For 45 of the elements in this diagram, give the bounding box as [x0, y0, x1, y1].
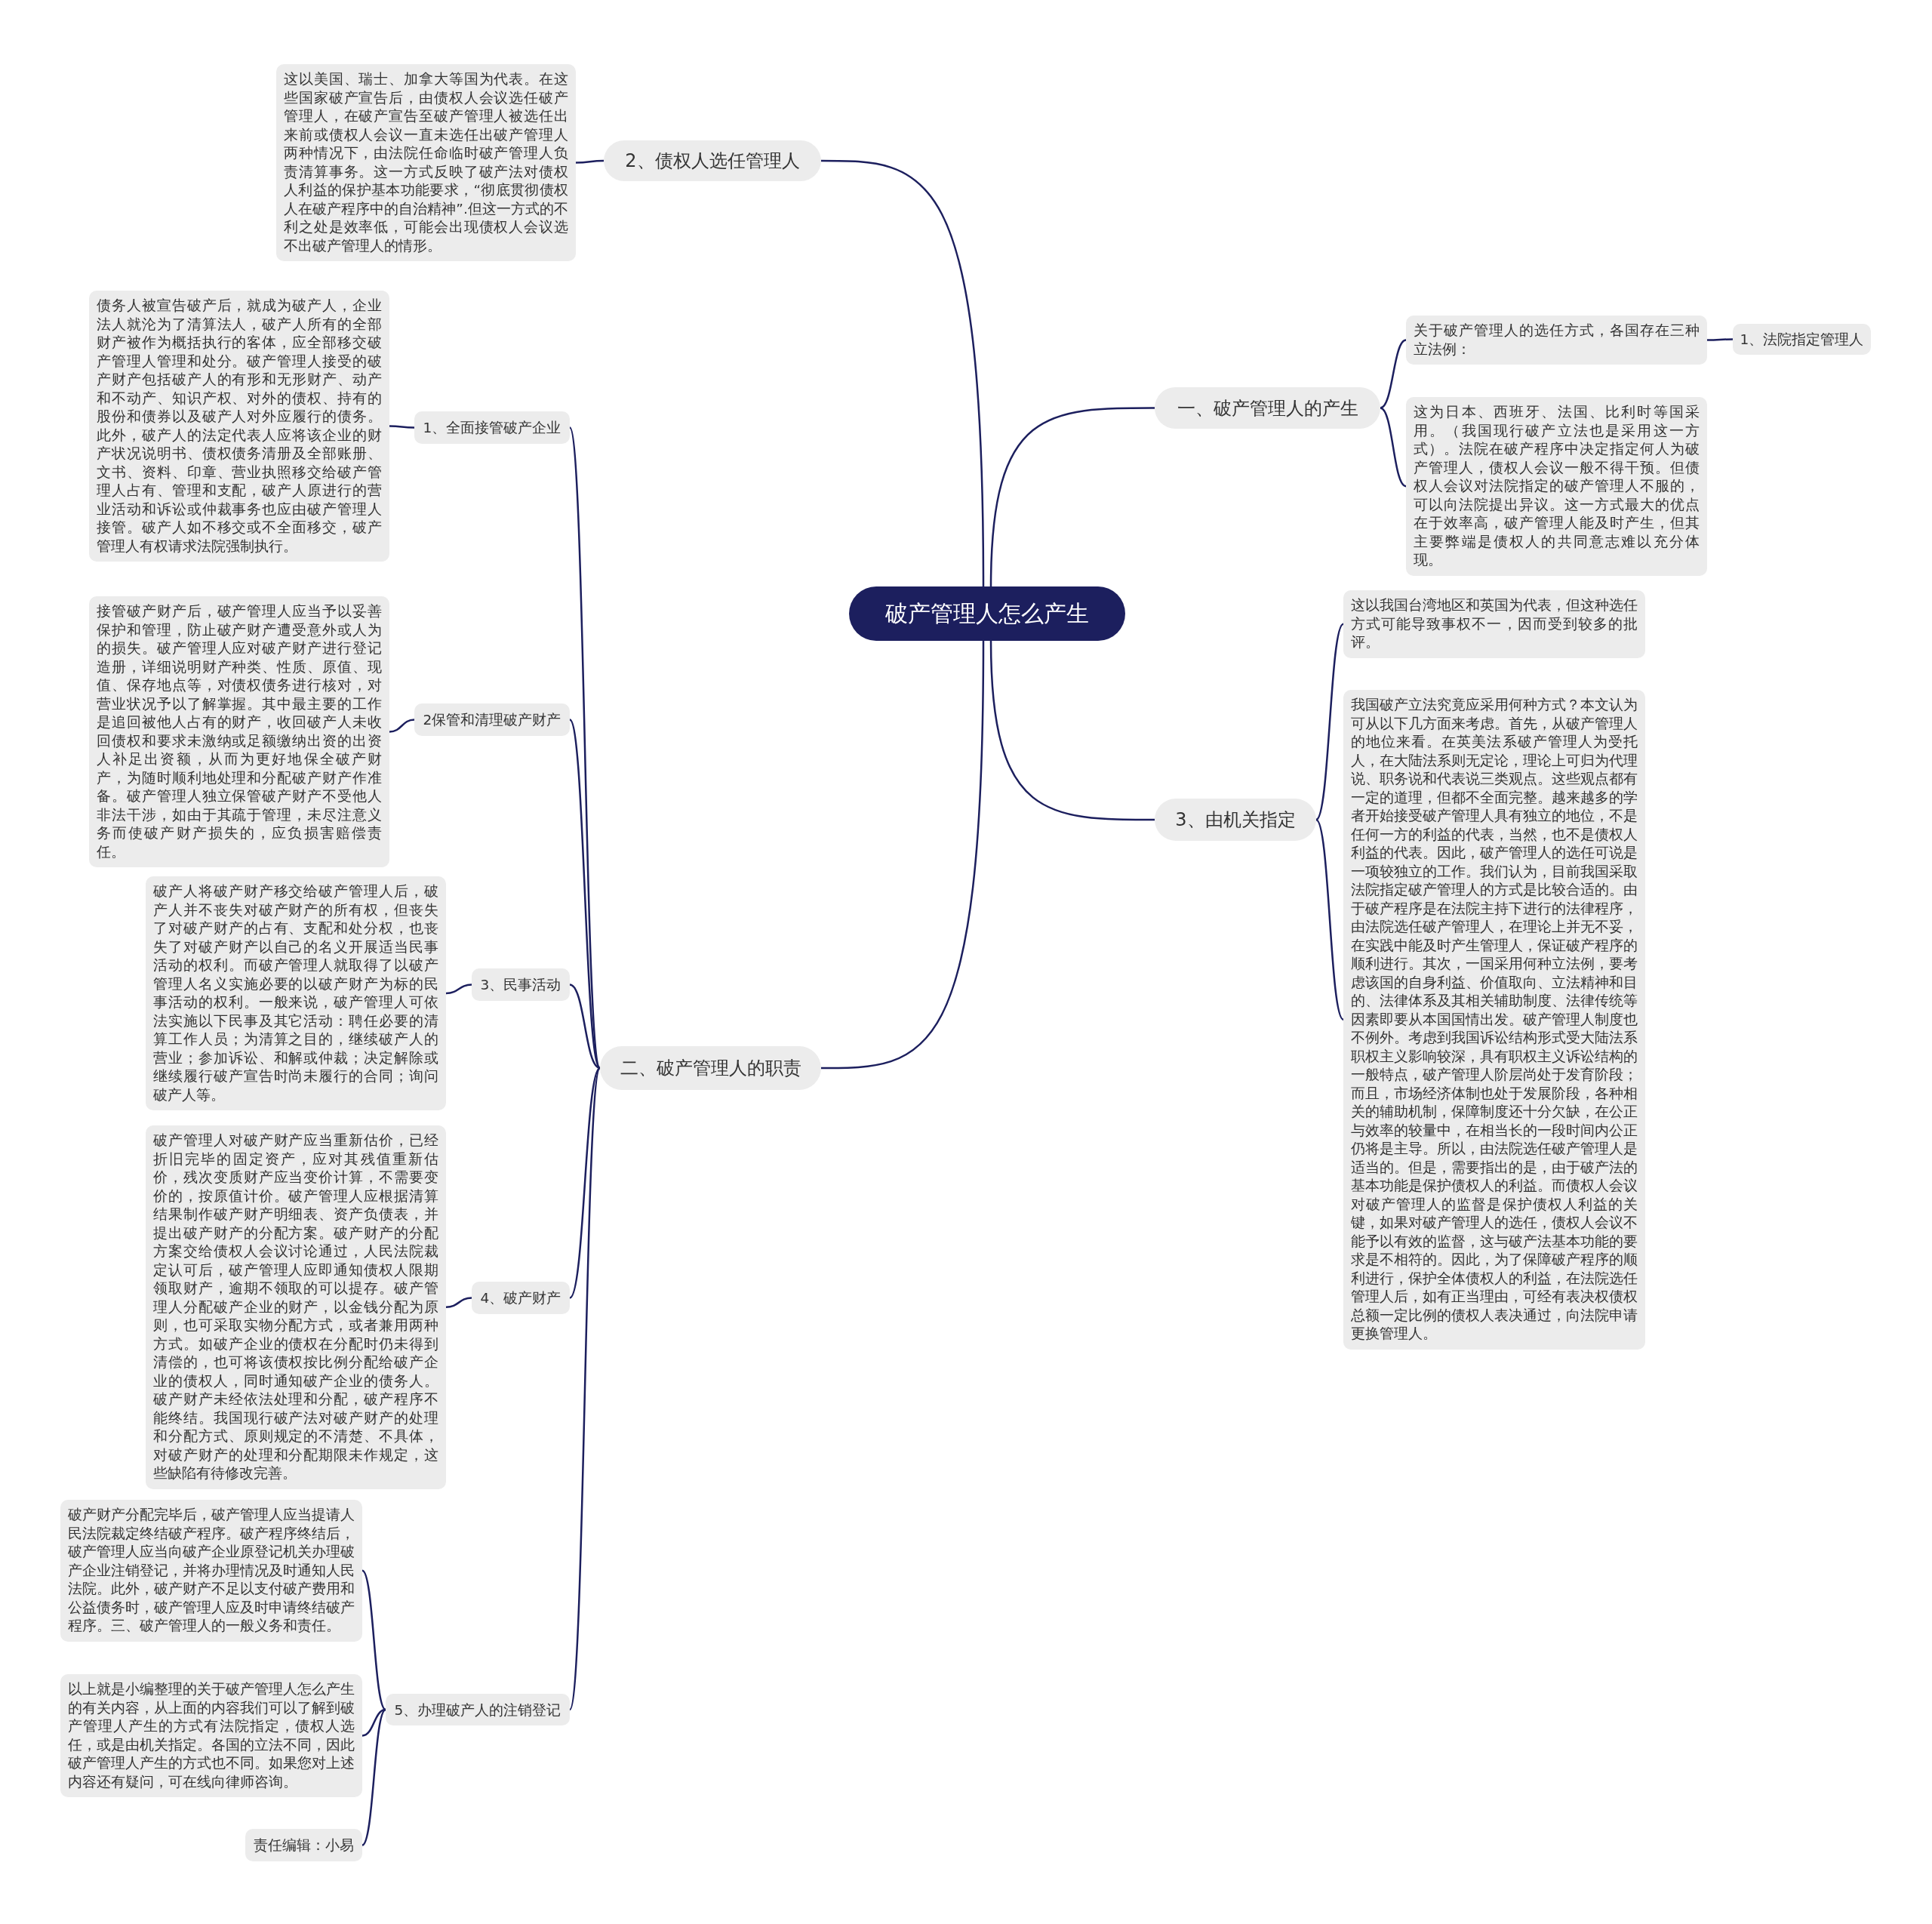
subtopic-label: 责任编辑：小易 — [245, 1829, 362, 1861]
subtopic-label: 1、全面接管破产企业 — [414, 411, 570, 444]
connector-line — [361, 1569, 386, 1710]
note-box: 以上就是小编整理的关于破产管理人怎么产生的有关内容，从上面的内容我们可以了解到破产管理人产生的方式有法院指定，债权人选任，或是由机关指定。各国的立法不同，因此破产管理人产生的方式也不同。如果您对上述内容还有疑问，可在线向律师咨询。 — [60, 1674, 362, 1797]
connector-line — [568, 719, 601, 1069]
connector-line — [1707, 338, 1733, 341]
branch-topic: 一、破产管理人的产生 — [1155, 387, 1380, 429]
subtopic-label: 3、民事活动 — [472, 968, 570, 1001]
connector-line — [569, 1067, 601, 1299]
note-box: 我国破产立法究竟应采用何种方式？本文认为可从以下几方面来考虑。首先，从破产管理人的地位来看。在英美法系破产管理人为受托人，在大陆法系则无定论，理论上可归为代理说、职务说和代表说三类观点。这些观点都有一定的道理，但都不全面完整。越来越多的学者开始接受破产管理人具有独立的地位，不是任何一方的利益的代表，当然，也不是债权人利益的代表。因此，破产管理人的选任可说是一项较独立的工作。我们认为，目前我国采取法院指定破产管理人的方式是比较合适的。由于破产程序是在法院主持下进行的法律程序，由法院选任破产管理人，在理论上并无不妥，在实践中能及时产生管理人，保证破产程序的顺利进行。其次，一国采用何种立法例，要考虑该国的自身利益、价值取向、立法精神和目的、法律体系及其相关辅助制度、法律传统等因素即要从本国国情出发。破产管理人制度也不例外。考虑到我国诉讼结构形式受大陆法系职权主义影响较深，具有职权主义诉讼结构的一般特点，破产管理人阶层尚处于发育阶段；而且，市场经济体制也处于发展阶段，各种相关的辅助机制，保障制度还十分欠缺，在公正与效率的较量中，在相当长的一段时间内公正仍将是主导。所以，由法院选任破产管理人是适当的。但是，需要指出的是，由于破产法的基本功能是保护债权人的利益。而债权人会议对破产管理人的监督是保护债权人利益的关键，如果对破产管理人的选任，债权人会议不能予以有效的监督，这与破产法基本功能的要求是不相符的。因此，为了保障破产程序的顺利进行，保护全体债权人的利益，在法院选任管理人后，如有正当理由，可经有表决权债权总额一定比例的债权人表决通过，向法院申请更换管理人。 — [1343, 690, 1645, 1350]
connector-line — [361, 1709, 386, 1846]
note-box: 这以美国、瑞士、加拿大等国为代表。在这些国家破产宣告后，由债权人会议选任破产管理人，在破产宣告至破产管理人被选任出来前或债权人会议一直未选任出破产管理人两种情况下，由法院任命临时破产管理人负责清算事务。这一方式反映了破产法对债权人利益的保护基本功能要求，“彻底贯彻债权人在破产程序中的自治精神”.但这一方式的不利之处是效率低，可能会出现债权人会议选不出破产管理人的情形。 — [276, 64, 576, 261]
connector-line — [568, 427, 601, 1069]
branch-topic: 2、债权人选任管理人 — [604, 140, 821, 181]
central-topic: 破产管理人怎么产生 — [849, 586, 1125, 641]
connector-line — [445, 984, 472, 995]
connector-line — [821, 159, 985, 586]
note-box: 破产人将破产财产移交给破产管理人后，破产人并不丧失对破产财产的所有权，但丧失了对破产财产的占有、支配和处分权，也丧失了对破产财产以自己的名义开展适当民事活动的权利。而破产管理人就取得了以破产管理人名义实施必要的以破产财产为标的民事活动的权利。一般来说，破产管理人可依法实施以下民事及其它活动：聘任必要的清算工作人员；为清算之目的，继续破产人的营业；参加诉讼、和解或仲裁；决定解除或继续履行破产宣告时尚未履行的合同；询问破产人等。 — [146, 876, 446, 1110]
connector-line — [1315, 819, 1344, 1020]
connector-line — [989, 407, 1155, 587]
connector-line — [361, 1708, 386, 1737]
note-box: 接管破产财产后，破产管理人应当予以妥善保护和管理，防止破产财产遭受意外或人为的损失。破产管理人应对破产财产进行登记造册，详细说明财产种类、性质、原值、现值、保存地点等，对债权债务进行核对，对营业状况予以了解掌握。其中最主要的工作是追回被他人占有的财产，收回破产人未收回债权和要求未激纳或足额缴纳出资的出资人补足出资额，从而为更好地保全破产财产，为随时顺利地处理和分配破产财产作准备。破产管理人独立保管破产财产不受他人非法干涉，如由于其疏于管理，未尽注意义务而使破产财产损失的，应负损害赔偿责任。 — [89, 596, 389, 867]
connector-line — [1380, 407, 1407, 488]
subtopic-label: 4、破产财产 — [472, 1282, 570, 1314]
subtopic-label: 5、办理破产人的注销登记 — [386, 1694, 570, 1725]
note-box: 这为日本、西班牙、法国、比利时等国采用。（我国现行破产立法也是采用这一方式）。法院在破产程序中决定指定何人为破产管理人，债权人会议一般不得干预。但债权人会议对法院指定的破产管理人不服的，可以向法院提出异议。这一方式最大的优点在于效率高，破产管理人能及时产生，但其主要弊端是债权人的共同意志难以充分体现。 — [1406, 397, 1707, 576]
connector-line — [576, 159, 604, 164]
connector-line — [569, 984, 601, 1070]
connector-line — [989, 640, 1155, 821]
connector-line — [389, 719, 415, 733]
note-box: 破产财产分配完毕后，破产管理人应当提请人民法院裁定终结破产程序。破产程序终结后，破产管理人应当向破产企业原登记机关办理破产企业注销登记，并将办理情况及时通知人民法院。此外，破产财产不足以支付破产费用和公益债务时，破产管理人应及时申请终结破产程序。三、破产管理人的一般义务和责任。 — [60, 1500, 362, 1642]
connector-line — [821, 641, 985, 1070]
subtopic-label: 1、法院指定管理人 — [1733, 324, 1871, 355]
note-box: 关于破产管理人的选任方式，各国存在三种立法例： — [1406, 316, 1707, 365]
connector-line — [1380, 339, 1407, 409]
branch-topic: 二、破产管理人的职责 — [600, 1046, 821, 1090]
note-box: 债务人被宣告破产后，就成为破产人，企业法人就沦为了清算法人，破产人所有的全部财产被作为概括执行的客体，应全部移交破产管理人管理和处分。破产管理人接受的破产财产包括破产人的有形和无形财产、动产和不动产、知识产权、对外的债权、持有的股份和债券以及破产人对外应履行的债务。此外，破产人的法定代表人应将该企业的财产状况说明书、债权债务清册及全部账册、文书、资料、印章、营业执照移交给破产管理人占有、管理和支配，破产人原进行的营业活动和诉讼或仲裁事务也应由破产管理人接管。破产人如不移交或不全面移交，破产管理人有权请求法院强制执行。 — [89, 291, 389, 562]
connector-line — [445, 1297, 472, 1308]
branch-topic: 3、由机关指定 — [1155, 799, 1316, 841]
note-box: 这以我国台湾地区和英国为代表，但这种选任方式可能导致事权不一，因而受到较多的批评。 — [1343, 590, 1645, 658]
connector-line — [389, 425, 414, 429]
connector-line — [568, 1067, 601, 1710]
subtopic-label: 2保管和清理破产财产 — [414, 703, 570, 736]
connector-line — [1315, 623, 1344, 820]
note-box: 破产管理人对破产财产应当重新估价，已经折旧完毕的固定资产，应对其残值重新估价，残次变质财产应当变价计算，不需要变价的，按原值计价。破产管理人应根据清算结果制作破产财产明细表、资产负债表，并提出破产财产的分配方案。破产财产的分配方案交给债权人会议讨论通过，人民法院裁定认可后，破产管理人应即通知债权人限期领取财产，逾期不领取的可以提存。破产管理人分配破产企业的财产，以金钱分配为原则，也可采取实物分配方式，或者兼用两种方式。如破产企业的债权在分配时仍未得到清偿的，也可将该债权按比例分配给破产企业的债权人，同时通知破产企业的债务人。破产财产未经依法处理和分配，破产程序不能终结。我国现行破产法对破产财产的处理和分配方式、原则规定的不清楚、不具体，对破产财产的处理和分配期限未作规定，这些缺陷有待修改完善。 — [146, 1125, 446, 1489]
